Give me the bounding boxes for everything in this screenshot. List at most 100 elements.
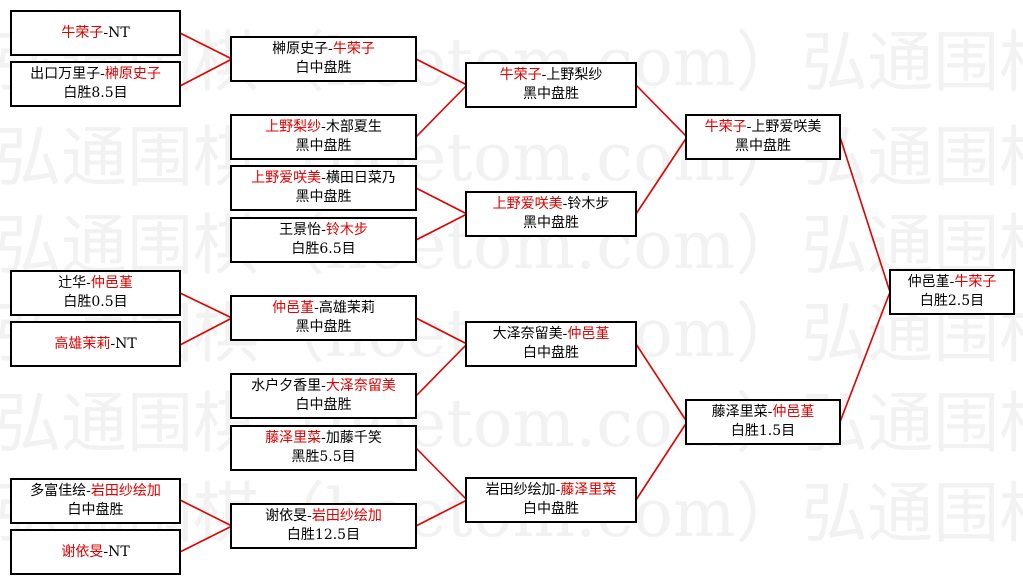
match-players: 辻华-仲邑堇 bbox=[58, 275, 133, 291]
player-b: 藤泽里菜 bbox=[560, 482, 617, 498]
player-b: 仲邑堇 bbox=[90, 275, 133, 291]
player-a: 王景怡 bbox=[279, 222, 322, 238]
match-result: 白胜6.5目 bbox=[291, 241, 356, 257]
match-box: 大泽奈留美-仲邑堇 白中盘胜 bbox=[465, 321, 637, 367]
bracket-line bbox=[415, 84, 468, 138]
match-players: 大泽奈留美-仲邑堇 bbox=[492, 326, 610, 342]
bracket-line bbox=[179, 32, 233, 60]
match-result: 黑中盘胜 bbox=[295, 319, 352, 335]
player-a: 上野爱咲美 bbox=[251, 170, 322, 186]
match-box: 谢依旻-NT bbox=[10, 529, 181, 575]
match-box: 仲邑堇-高雄茉莉 黑中盘胜 bbox=[230, 295, 417, 341]
match-result: 白中盘胜 bbox=[295, 60, 352, 76]
bracket-line bbox=[415, 447, 468, 501]
match-box: 水户夕香里-大泽奈留美 白中盘胜 bbox=[230, 373, 417, 419]
match-players: 多富佳绘-岩田纱绘加 bbox=[30, 483, 161, 499]
match-result: 白中盘胜 bbox=[295, 397, 352, 413]
player-b: 铃木步 bbox=[567, 196, 610, 212]
match-box: 高雄茉莉-NT bbox=[10, 321, 181, 367]
bracket-line bbox=[179, 499, 233, 527]
player-b: 上野爱咲美 bbox=[751, 119, 822, 135]
match-players: 谢依旻-岩田纱绘加 bbox=[265, 508, 382, 524]
player-b: 高雄茉莉 bbox=[318, 300, 375, 316]
match-players: 藤泽里菜-仲邑堇 bbox=[711, 404, 815, 420]
player-a: 牛荣子 bbox=[499, 67, 542, 83]
match-players: 仲邑堇-高雄茉莉 bbox=[272, 300, 375, 316]
bracket-line bbox=[415, 343, 468, 397]
match-players: 牛荣子-NT bbox=[61, 24, 130, 41]
player-a: 大泽奈留美 bbox=[492, 326, 563, 342]
match-result: 白胜0.5目 bbox=[63, 294, 128, 310]
match-result: 黑中盘胜 bbox=[735, 138, 791, 154]
player-a: 仲邑堇 bbox=[907, 274, 950, 290]
player-a: 辻华 bbox=[58, 275, 87, 291]
match-players: 仲邑堇-牛荣子 bbox=[907, 274, 997, 290]
bracket-line bbox=[415, 58, 468, 86]
player-b: 仲邑堇 bbox=[567, 326, 610, 342]
player-a: 榊原史子 bbox=[272, 41, 329, 57]
match-box: 多富佳绘-岩田纱绘加 白中盘胜 bbox=[10, 478, 181, 524]
match-box: 牛荣子-NT bbox=[10, 10, 181, 56]
bracket-line bbox=[415, 499, 468, 527]
player-b: NT bbox=[108, 24, 130, 41]
match-players: 谢依旻-NT bbox=[61, 543, 130, 560]
match-box: 王景怡-铃木步 白胜6.5目 bbox=[230, 217, 417, 263]
match-result: 白胜1.5目 bbox=[730, 423, 796, 439]
player-b: 大泽奈留美 bbox=[325, 378, 396, 394]
match-box: 藤泽里菜-加藤千笑 黑胜5.5目 bbox=[230, 425, 417, 471]
match-players: 上野梨纱-木部夏生 bbox=[265, 119, 382, 135]
match-players: 出口万里子-榊原史子 bbox=[30, 66, 161, 82]
player-b: 上野梨纱 bbox=[546, 67, 603, 83]
bracket-line bbox=[415, 213, 468, 241]
match-players: 高雄茉莉-NT bbox=[54, 335, 137, 352]
match-players: 榊原史子-牛荣子 bbox=[272, 41, 375, 57]
match-box: 谢依旻-岩田纱绘加 白胜12.5目 bbox=[230, 503, 417, 549]
bracket-line bbox=[415, 317, 468, 345]
match-box: 上野梨纱-木部夏生 黑中盘胜 bbox=[230, 114, 417, 160]
match-box: 上野爱咲美-横田日菜乃 黑中盘胜 bbox=[230, 165, 417, 211]
player-a: 藤泽里菜 bbox=[711, 404, 768, 420]
match-result: 白中盘胜 bbox=[523, 345, 579, 361]
player-a: 牛荣子 bbox=[61, 24, 104, 41]
bracket-line bbox=[635, 343, 688, 423]
player-a: 上野梨纱 bbox=[265, 119, 322, 135]
player-a: 牛荣子 bbox=[704, 119, 747, 135]
bracket-line bbox=[839, 291, 891, 423]
match-box: 牛荣子-上野爱咲美 黑中盘胜 bbox=[685, 114, 841, 160]
match-box: 辻华-仲邑堇 白胜0.5目 bbox=[10, 270, 181, 316]
bracket-line bbox=[179, 525, 233, 553]
bracket-line bbox=[635, 136, 688, 215]
bracket-line bbox=[179, 317, 233, 346]
final-match-box: 仲邑堇-牛荣子 白胜2.5目 bbox=[889, 269, 1015, 315]
bracket-line bbox=[635, 421, 688, 501]
player-b: 加藤千笑 bbox=[325, 430, 382, 446]
match-box: 岩田纱绘加-藤泽里菜 白中盘胜 bbox=[465, 477, 637, 523]
match-result: 白中盘胜 bbox=[67, 502, 124, 518]
match-result: 白胜12.5目 bbox=[286, 527, 361, 543]
bracket-line bbox=[415, 187, 468, 215]
match-result: 黑中盘胜 bbox=[523, 215, 579, 231]
player-a: 上野爱咲美 bbox=[492, 196, 563, 212]
match-players: 藤泽里菜-加藤千笑 bbox=[265, 430, 382, 446]
match-result: 黑中盘胜 bbox=[295, 189, 352, 205]
player-a: 谢依旻 bbox=[265, 508, 308, 524]
match-players: 上野爱咲美-铃木步 bbox=[492, 196, 610, 212]
player-a: 岩田纱绘加 bbox=[485, 482, 556, 498]
bracket-line bbox=[635, 84, 688, 138]
match-result: 黑中盘胜 bbox=[523, 86, 579, 102]
match-result: 黑胜5.5目 bbox=[291, 449, 356, 465]
match-box: 出口万里子-榊原史子 白胜8.5目 bbox=[10, 61, 181, 107]
player-b: 岩田纱绘加 bbox=[90, 483, 161, 499]
match-players: 牛荣子-上野爱咲美 bbox=[704, 119, 822, 135]
player-a: 藤泽里菜 bbox=[265, 430, 322, 446]
player-b: 岩田纱绘加 bbox=[311, 508, 382, 524]
match-box: 牛荣子-上野梨纱 黑中盘胜 bbox=[465, 62, 637, 108]
match-result: 白胜8.5目 bbox=[63, 85, 128, 101]
player-b: 牛荣子 bbox=[954, 274, 997, 290]
match-box: 上野爱咲美-铃木步 黑中盘胜 bbox=[465, 191, 637, 237]
match-players: 牛荣子-上野梨纱 bbox=[499, 67, 603, 83]
match-players: 岩田纱绘加-藤泽里菜 bbox=[485, 482, 617, 498]
player-b: 铃木步 bbox=[325, 222, 368, 238]
match-players: 王景怡-铃木步 bbox=[279, 222, 368, 238]
